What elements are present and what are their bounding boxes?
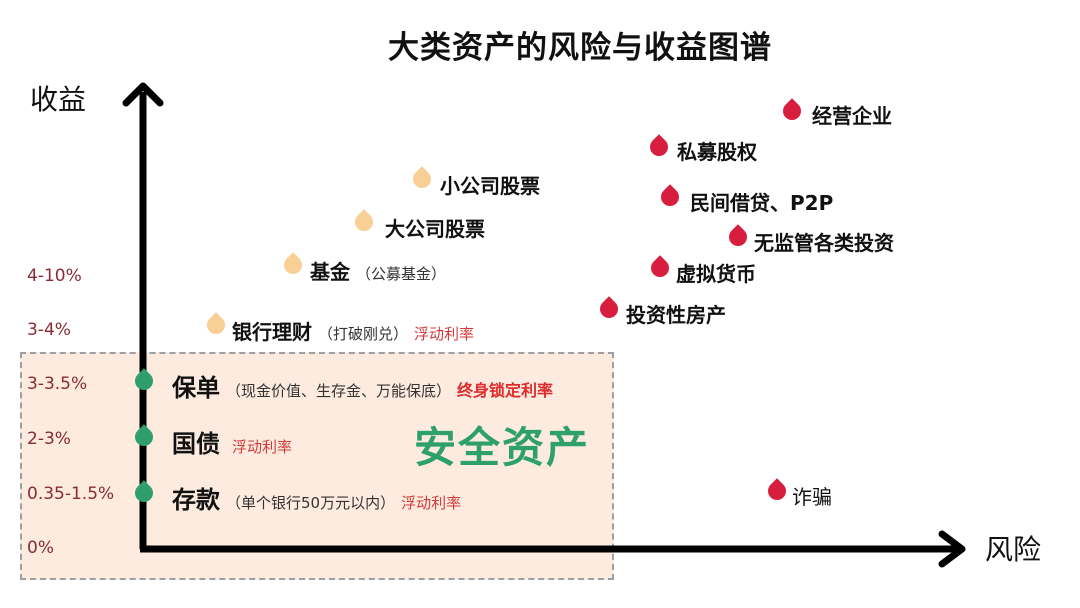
- y-tick: 3-3.5%: [27, 374, 88, 394]
- asset-note: （单个银行50万元以内）: [226, 494, 396, 512]
- asset-name: 经营企业: [812, 104, 892, 128]
- asset-name: 民间借贷、P2P: [690, 191, 834, 215]
- asset-private-equity: 私募股权: [677, 136, 757, 165]
- asset-rate: 浮动利率: [414, 325, 475, 343]
- asset-bank-wealth-product: 银行理财 （打破刚兑） 浮动利率: [232, 316, 474, 345]
- asset-deposit: 存款 （单个银行50万元以内） 浮动利率: [172, 480, 461, 515]
- asset-name: 私募股权: [677, 140, 757, 164]
- asset-rate: 终身锁定利率: [457, 381, 554, 400]
- asset-note: （现金价值、生存金、万能保底）: [226, 382, 452, 400]
- asset-unregulated-investment: 无监管各类投资: [754, 227, 894, 256]
- asset-note: （打破刚兑）: [318, 325, 409, 343]
- y-tick: 0.35-1.5%: [27, 484, 115, 504]
- asset-name: 小公司股票: [440, 174, 540, 198]
- asset-insurance-policy: 保单 （现金价值、生存金、万能保底） 终身锁定利率: [172, 368, 553, 403]
- asset-name: 虚拟货币: [676, 262, 756, 286]
- asset-name: 银行理财: [232, 320, 312, 344]
- asset-fraud: 诈骗: [792, 481, 832, 510]
- asset-cryptocurrency: 虚拟货币: [676, 258, 756, 287]
- diagram-title: 大类资产的风险与收益图谱: [388, 30, 772, 66]
- asset-rate: 浮动利率: [401, 494, 462, 512]
- asset-rate: 浮动利率: [232, 438, 293, 456]
- asset-large-cap-stock: 大公司股票: [385, 213, 485, 242]
- x-axis-arrow-icon: [938, 530, 966, 568]
- y-tick: 4-10%: [27, 266, 82, 286]
- asset-investment-property: 投资性房产: [626, 299, 726, 328]
- asset-name: 基金: [310, 260, 350, 284]
- safe-asset-zone: [20, 352, 614, 580]
- y-tick: 2-3%: [27, 429, 71, 449]
- asset-name: 存款: [172, 486, 220, 514]
- x-axis-label: 风险: [985, 533, 1042, 566]
- asset-name: 大公司股票: [385, 217, 485, 241]
- asset-name: 保单: [172, 374, 220, 402]
- y-tick: 3-4%: [27, 320, 71, 340]
- y-tick: 0%: [27, 538, 54, 558]
- asset-private-lending-p2p: 民间借贷、P2P: [690, 187, 833, 216]
- asset-name: 投资性房产: [626, 303, 726, 327]
- safe-asset-label: 安全资产: [414, 423, 591, 472]
- asset-name: 诈骗: [792, 485, 832, 509]
- asset-treasury-bond: 国债 浮动利率: [172, 424, 292, 459]
- asset-name: 国债: [172, 430, 220, 458]
- y-axis-arrow-icon: [122, 82, 164, 107]
- y-axis-label: 收益: [30, 83, 87, 116]
- asset-mutual-fund: 基金 （公募基金）: [310, 256, 446, 285]
- asset-note: （公募基金）: [356, 265, 447, 283]
- asset-operating-business: 经营企业: [812, 100, 892, 129]
- asset-name: 无监管各类投资: [754, 231, 894, 255]
- asset-small-cap-stock: 小公司股票: [440, 170, 540, 199]
